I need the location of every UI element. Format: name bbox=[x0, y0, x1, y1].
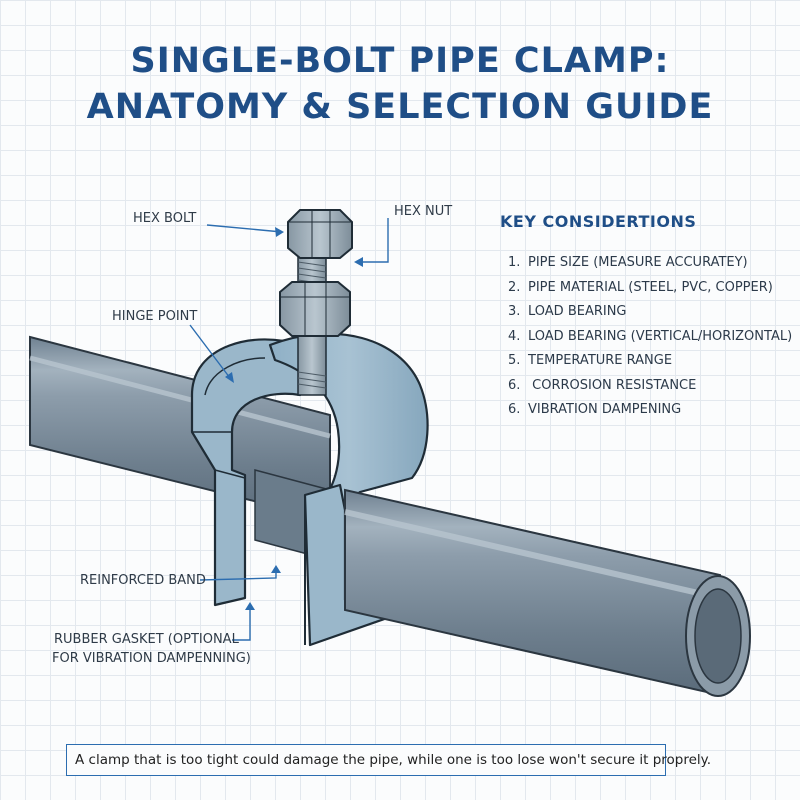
callout-leaders bbox=[189, 218, 389, 641]
list-item-text: PIPE SIZE (MEASURE ACCURATEY) bbox=[528, 255, 748, 270]
label-hex-nut: HEX NUT bbox=[394, 204, 452, 219]
hex-nut bbox=[279, 281, 351, 337]
list-item-text: PIPE MATERIAL (STEEL, PVC, COPPER) bbox=[528, 279, 773, 295]
list-item-text: TEMPERATURE RANGE bbox=[528, 353, 673, 368]
pipe-end-inner bbox=[694, 588, 742, 684]
label-hex-bolt: HEX BOLT bbox=[133, 211, 196, 226]
list-item: 1. PIPE SIZE (MEASURE ACCURATEY) bbox=[500, 251, 795, 276]
list-item: 2. PIPE MATERIAL (STEEL, PVC, COPPER) bbox=[500, 276, 795, 301]
label-reinforced-band: REINFORCED BAND bbox=[80, 573, 206, 588]
list-item: 6. CORROSION RESISTANCE bbox=[500, 374, 795, 399]
label-rubber-gasket-line2: FOR VIBRATION DAMPENNING) bbox=[52, 651, 251, 666]
list-item-number: 6. bbox=[508, 402, 521, 417]
list-item-number: 5. bbox=[508, 353, 521, 368]
hex-bolt-assembly bbox=[279, 209, 353, 396]
list-item-text: VIBRATION DAMPENING bbox=[528, 402, 682, 417]
label-rubber-gasket-line1: RUBBER GASKET (OPTIONAL bbox=[54, 632, 240, 647]
leader-hinge-point bbox=[189, 324, 231, 379]
key-considerations-list: 1. PIPE SIZE (MEASURE ACCURATEY) 2. PIPE M… bbox=[500, 251, 795, 423]
arrow-hex-nut-icon bbox=[354, 257, 363, 267]
callout-arrows bbox=[225, 227, 363, 610]
key-considerations-title: KEY CONSIDERTIONS bbox=[500, 212, 697, 231]
list-item-text: LOAD BEARING (VERTICAL/HORIZONTAL) bbox=[528, 328, 793, 344]
list-item-number: 3. bbox=[508, 304, 521, 319]
leader-hex-bolt bbox=[206, 224, 283, 233]
title-line-1: SINGLE-BOLT PIPE CLAMP: bbox=[130, 41, 670, 81]
leader-rubber-gasket bbox=[232, 606, 251, 641]
hex-bolt-head bbox=[287, 209, 353, 259]
list-item-text: LOAD BEARING bbox=[528, 304, 627, 319]
arrow-hex-bolt-icon bbox=[275, 227, 284, 237]
list-item-number: 1. bbox=[508, 255, 521, 270]
list-item-number: 4. bbox=[508, 328, 521, 344]
list-item: 4. LOAD BEARING (VERTICAL/HORIZONTAL) bbox=[500, 325, 795, 350]
key-considerations-panel: KEY CONSIDERTIONS 1. PIPE SIZE (MEASURE A… bbox=[500, 212, 795, 423]
list-item-number: 6. bbox=[508, 377, 521, 393]
arrow-rubber-gasket-icon bbox=[245, 602, 255, 610]
label-hinge-point: HINGE POINT bbox=[112, 309, 197, 324]
list-item-number: 2. bbox=[508, 279, 521, 295]
arrow-hinge-point-icon bbox=[225, 372, 234, 383]
arrow-reinforced-band-icon bbox=[271, 565, 281, 573]
pipe-right bbox=[344, 488, 751, 697]
leader-hex-nut bbox=[358, 218, 389, 263]
list-item: 6. VIBRATION DAMPENING bbox=[500, 398, 795, 423]
warning-note: A clamp that is too tight could damage t… bbox=[66, 744, 711, 776]
title-line-2: ANATOMY & SELECTION GUIDE bbox=[86, 87, 714, 127]
page-title: SINGLE-BOLT PIPE CLAMP: ANATOMY & SELECT… bbox=[0, 38, 800, 130]
list-item-text: CORROSION RESISTANCE bbox=[528, 377, 697, 393]
list-item: 5. TEMPERATURE RANGE bbox=[500, 349, 795, 374]
list-item: 3. LOAD BEARING bbox=[500, 300, 795, 325]
hinge-point-icon bbox=[204, 357, 266, 396]
